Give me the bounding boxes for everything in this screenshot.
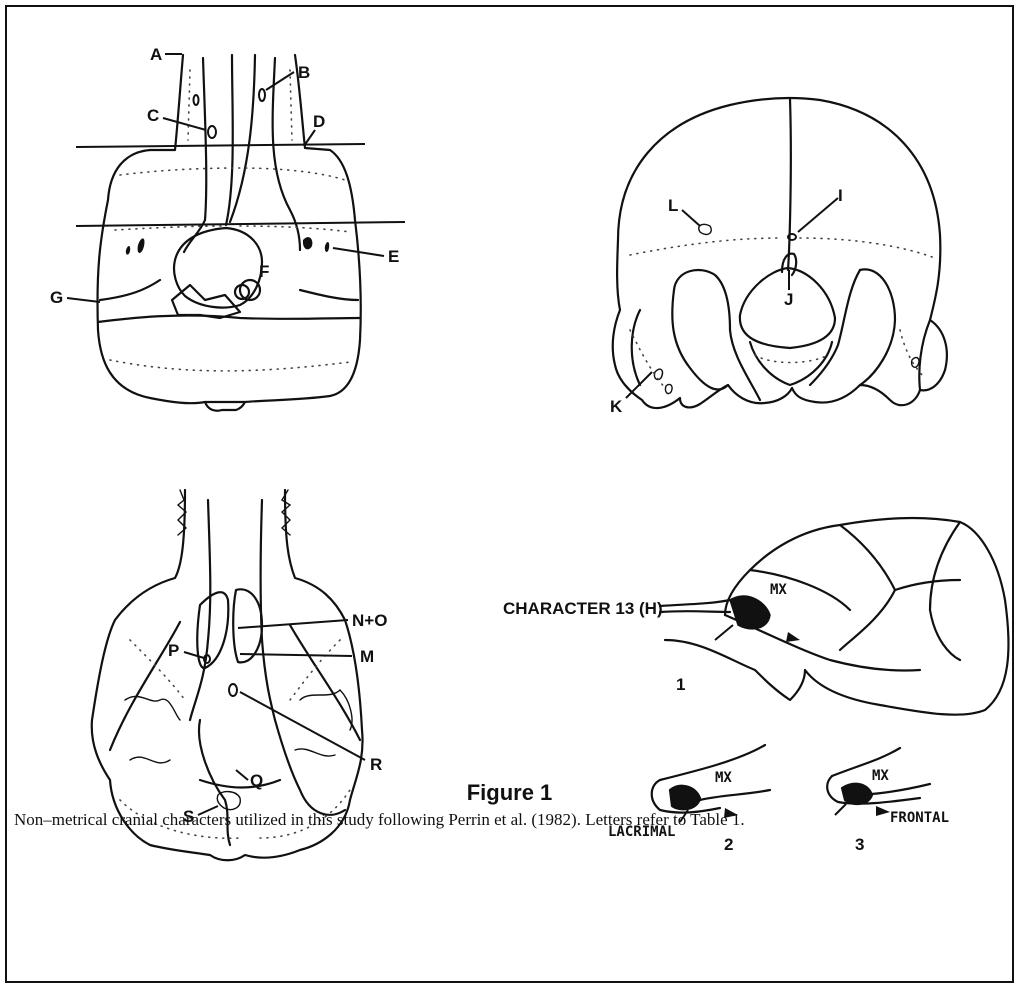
lateral-view-skull bbox=[660, 518, 1008, 715]
posterior-label-l: L bbox=[668, 196, 700, 226]
svg-text:C: C bbox=[147, 106, 159, 125]
dorsal-label-f: F bbox=[259, 262, 269, 281]
character-state-2: 2 bbox=[724, 835, 733, 854]
dorsal-label-g: D bbox=[304, 112, 325, 146]
svg-text:K: K bbox=[610, 397, 623, 416]
section-line-upper bbox=[76, 144, 365, 147]
svg-text:N+O: N+O bbox=[352, 611, 387, 630]
dorsal-label-c: A bbox=[150, 45, 182, 64]
dorsal-label-b: B bbox=[266, 63, 310, 90]
svg-text:B: B bbox=[298, 63, 310, 82]
svg-text:D: D bbox=[313, 112, 325, 131]
svg-text:E: E bbox=[388, 247, 399, 266]
character-state-3: 3 bbox=[855, 835, 864, 854]
svg-text:P: P bbox=[168, 641, 179, 660]
svg-text:J: J bbox=[784, 290, 793, 309]
dorsal-label-d: E bbox=[333, 247, 399, 266]
posterior-view-skull bbox=[613, 98, 947, 408]
svg-text:I: I bbox=[838, 186, 843, 205]
character-13-heading: CHARACTER 13 (H) bbox=[503, 599, 663, 618]
figure-title: Figure 1 bbox=[0, 780, 1019, 806]
svg-text:A: A bbox=[150, 45, 162, 64]
posterior-label-i: I bbox=[798, 186, 843, 232]
dorsal-view-skull bbox=[97, 55, 360, 411]
dorsal-label-e: G bbox=[50, 288, 100, 307]
character-state-1: 1 bbox=[676, 675, 685, 694]
figure-caption: Non–metrical cranial characters utilized… bbox=[14, 808, 1004, 832]
svg-text:G: G bbox=[50, 288, 63, 307]
svg-text:F: F bbox=[259, 262, 269, 281]
svg-text:R: R bbox=[370, 755, 382, 774]
svg-text:L: L bbox=[668, 196, 678, 215]
lateral-label-mx: MX bbox=[770, 582, 787, 598]
posterior-label-k: K bbox=[610, 372, 652, 416]
svg-text:M: M bbox=[360, 647, 374, 666]
